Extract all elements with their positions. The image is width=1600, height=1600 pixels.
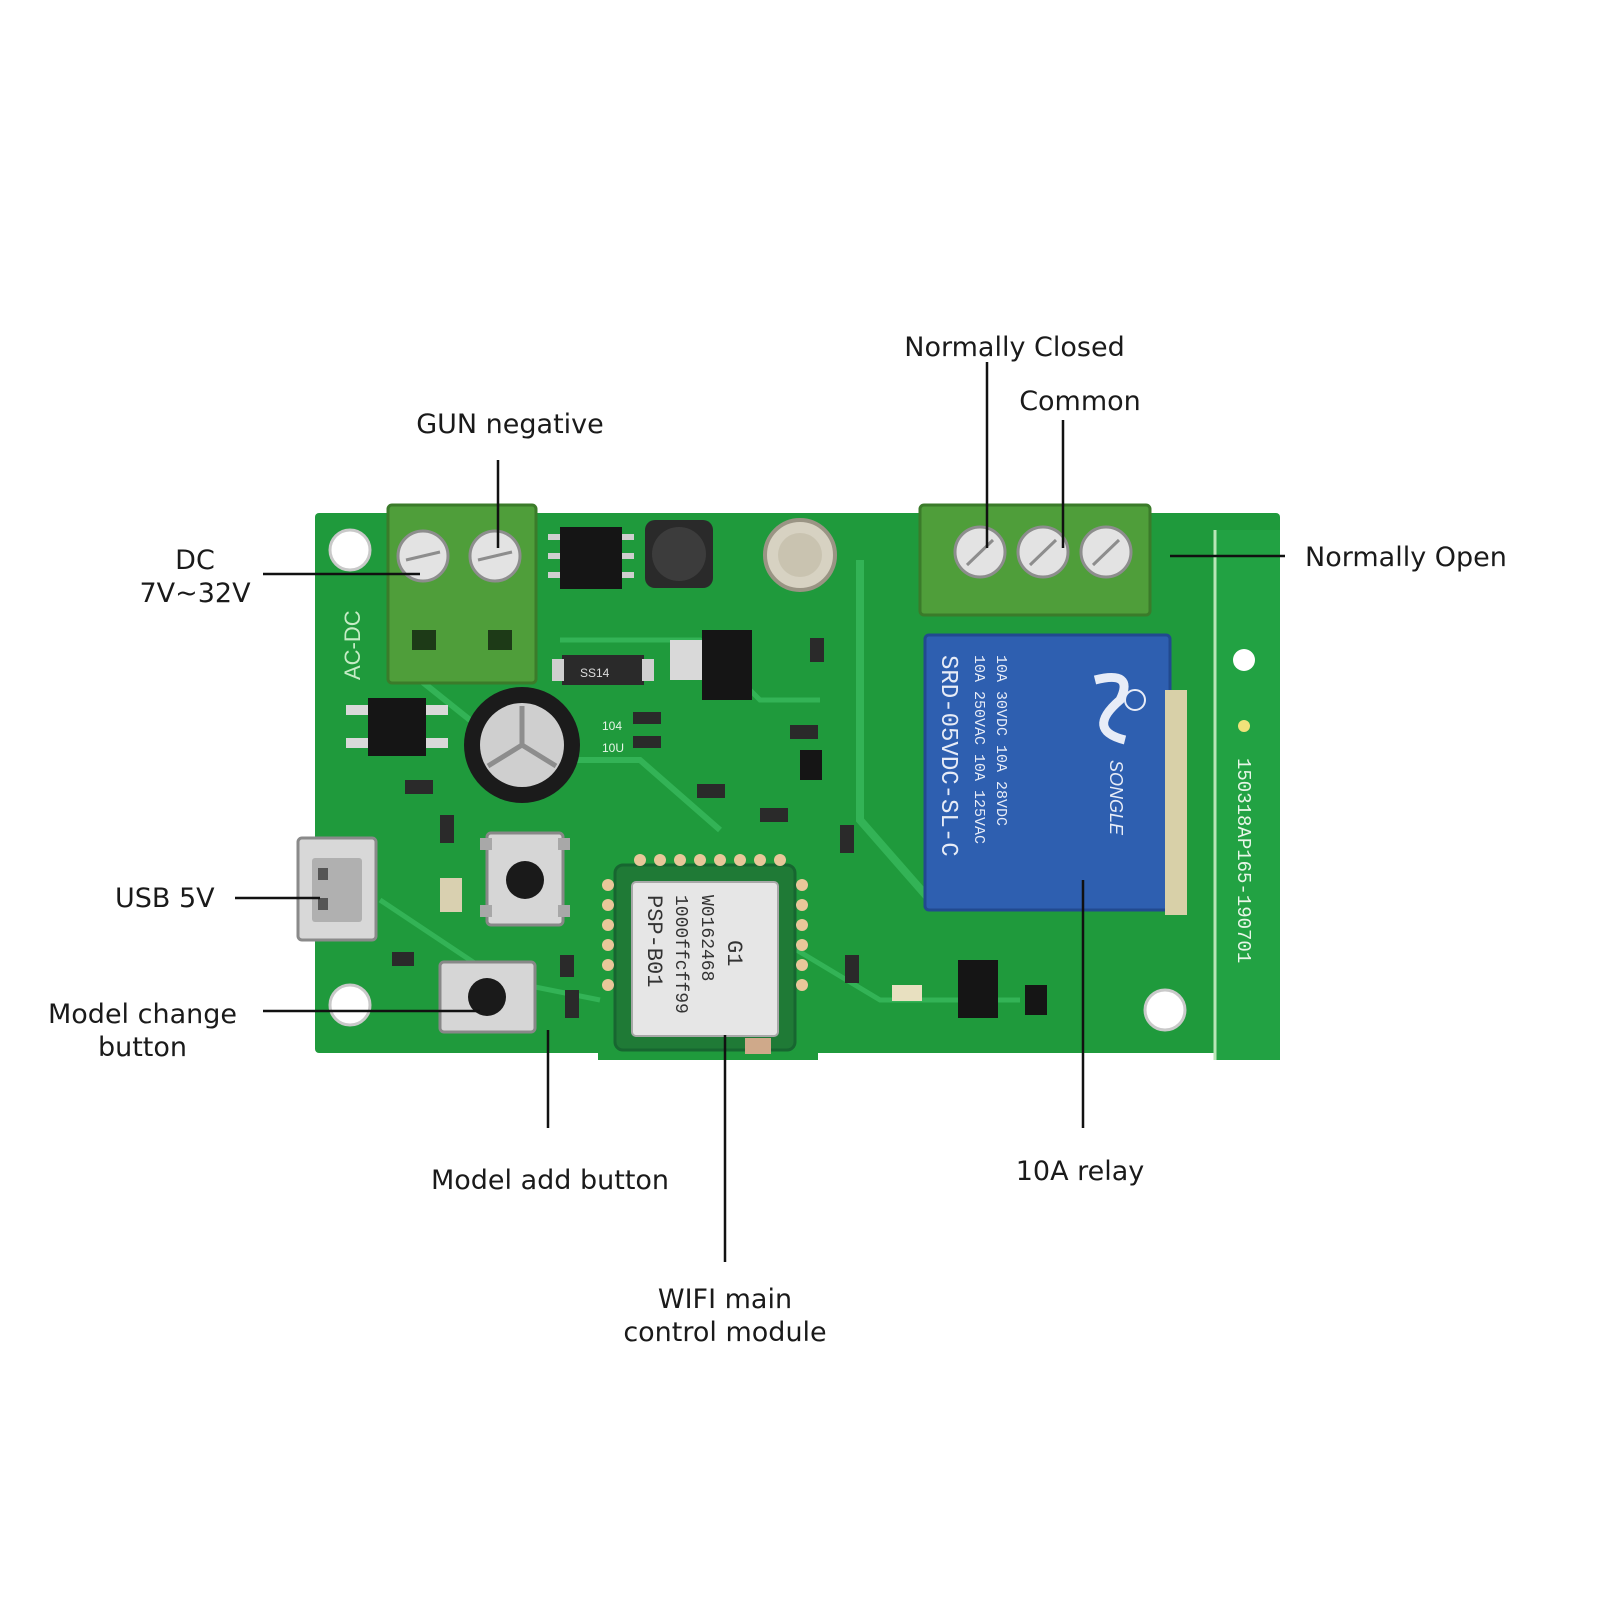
label-model-change-line2: button: [97, 1032, 188, 1063]
leader-lines: [235, 362, 1285, 1262]
label-usb-5v: USB 5V: [115, 882, 215, 915]
wifi-module: PSP-B01 1000ffcff99 W0162468 G1: [602, 854, 808, 1054]
dc-terminal-block: [386, 503, 538, 685]
label-gun-negative-text: GUN negative: [416, 409, 604, 440]
label-normally-closed: Normally Closed: [892, 331, 1137, 364]
label-model-change-line1: Model change: [47, 999, 237, 1030]
ac-dc-marking: AC-DC: [340, 610, 365, 680]
label-usb-5v-text: USB 5V: [115, 883, 215, 914]
label-wifi-line2: control module: [623, 1317, 827, 1348]
relay-rating-line2: 10A 30VDC 10A 28VDC: [992, 655, 1009, 826]
capacitor-small: [763, 518, 837, 592]
label-common-text: Common: [1019, 386, 1141, 417]
inductor: [645, 520, 713, 588]
relay-rating-line1: 10A 250VAC 10A 125VAC: [970, 655, 987, 844]
capacitor-large: [464, 687, 580, 803]
transistor-small: [1025, 985, 1047, 1015]
led: [892, 985, 922, 1001]
label-normally-open-text: Normally Open: [1305, 542, 1507, 573]
label-dc-input: DC 7V~32V: [120, 544, 270, 610]
label-gun-negative: GUN negative: [400, 408, 620, 441]
label-10a-relay: 10A relay: [1005, 1155, 1155, 1188]
model-add-pushbutton: [480, 831, 570, 927]
sot-transistor: [958, 960, 998, 1018]
label-wifi-module: WIFI main control module: [605, 1283, 845, 1349]
label-model-add-button: Model add button: [420, 1164, 680, 1197]
wifi-chip-line2: 1000ffcff99: [670, 895, 690, 1014]
usb-port: [296, 836, 378, 942]
relay: SRD-05VDC-SL-C 10A 250VAC 10A 125VAC 10A…: [923, 633, 1187, 915]
res-10u-marking: 10U: [602, 741, 624, 755]
wifi-chip-line3: W0162468: [696, 895, 716, 981]
label-common: Common: [1000, 385, 1160, 418]
diode: SS14: [552, 655, 654, 685]
ic-chip: [548, 527, 634, 589]
transistor: [346, 698, 448, 756]
serial-marking: 150318AP165-190701: [1232, 758, 1254, 963]
label-10a-relay-text: 10A relay: [1015, 1156, 1145, 1187]
label-model-change-button: Model change button: [35, 998, 250, 1064]
label-model-add-text: Model add button: [430, 1165, 670, 1196]
label-dc-line1: DC: [175, 545, 215, 576]
smd-resistors: [392, 638, 859, 1018]
label-wifi-line1: WIFI main: [657, 1284, 793, 1315]
label-normally-open: Normally Open: [1305, 541, 1507, 574]
relay-model-text: SRD-05VDC-SL-C: [934, 655, 961, 857]
relay-terminal-block: [918, 503, 1152, 617]
label-normally-closed-text: Normally Closed: [904, 332, 1125, 363]
wifi-chip-line1: PSP-B01: [641, 895, 666, 987]
model-change-pushbutton: [438, 960, 537, 1034]
label-dc-line2: 7V~32V: [139, 578, 251, 609]
res-104-marking: 104: [602, 719, 622, 733]
regulator: [670, 630, 752, 700]
relay-brand-text: SONGLE: [1106, 760, 1126, 836]
diode-marking: SS14: [580, 666, 610, 680]
wifi-chip-line4: G1: [721, 940, 746, 966]
